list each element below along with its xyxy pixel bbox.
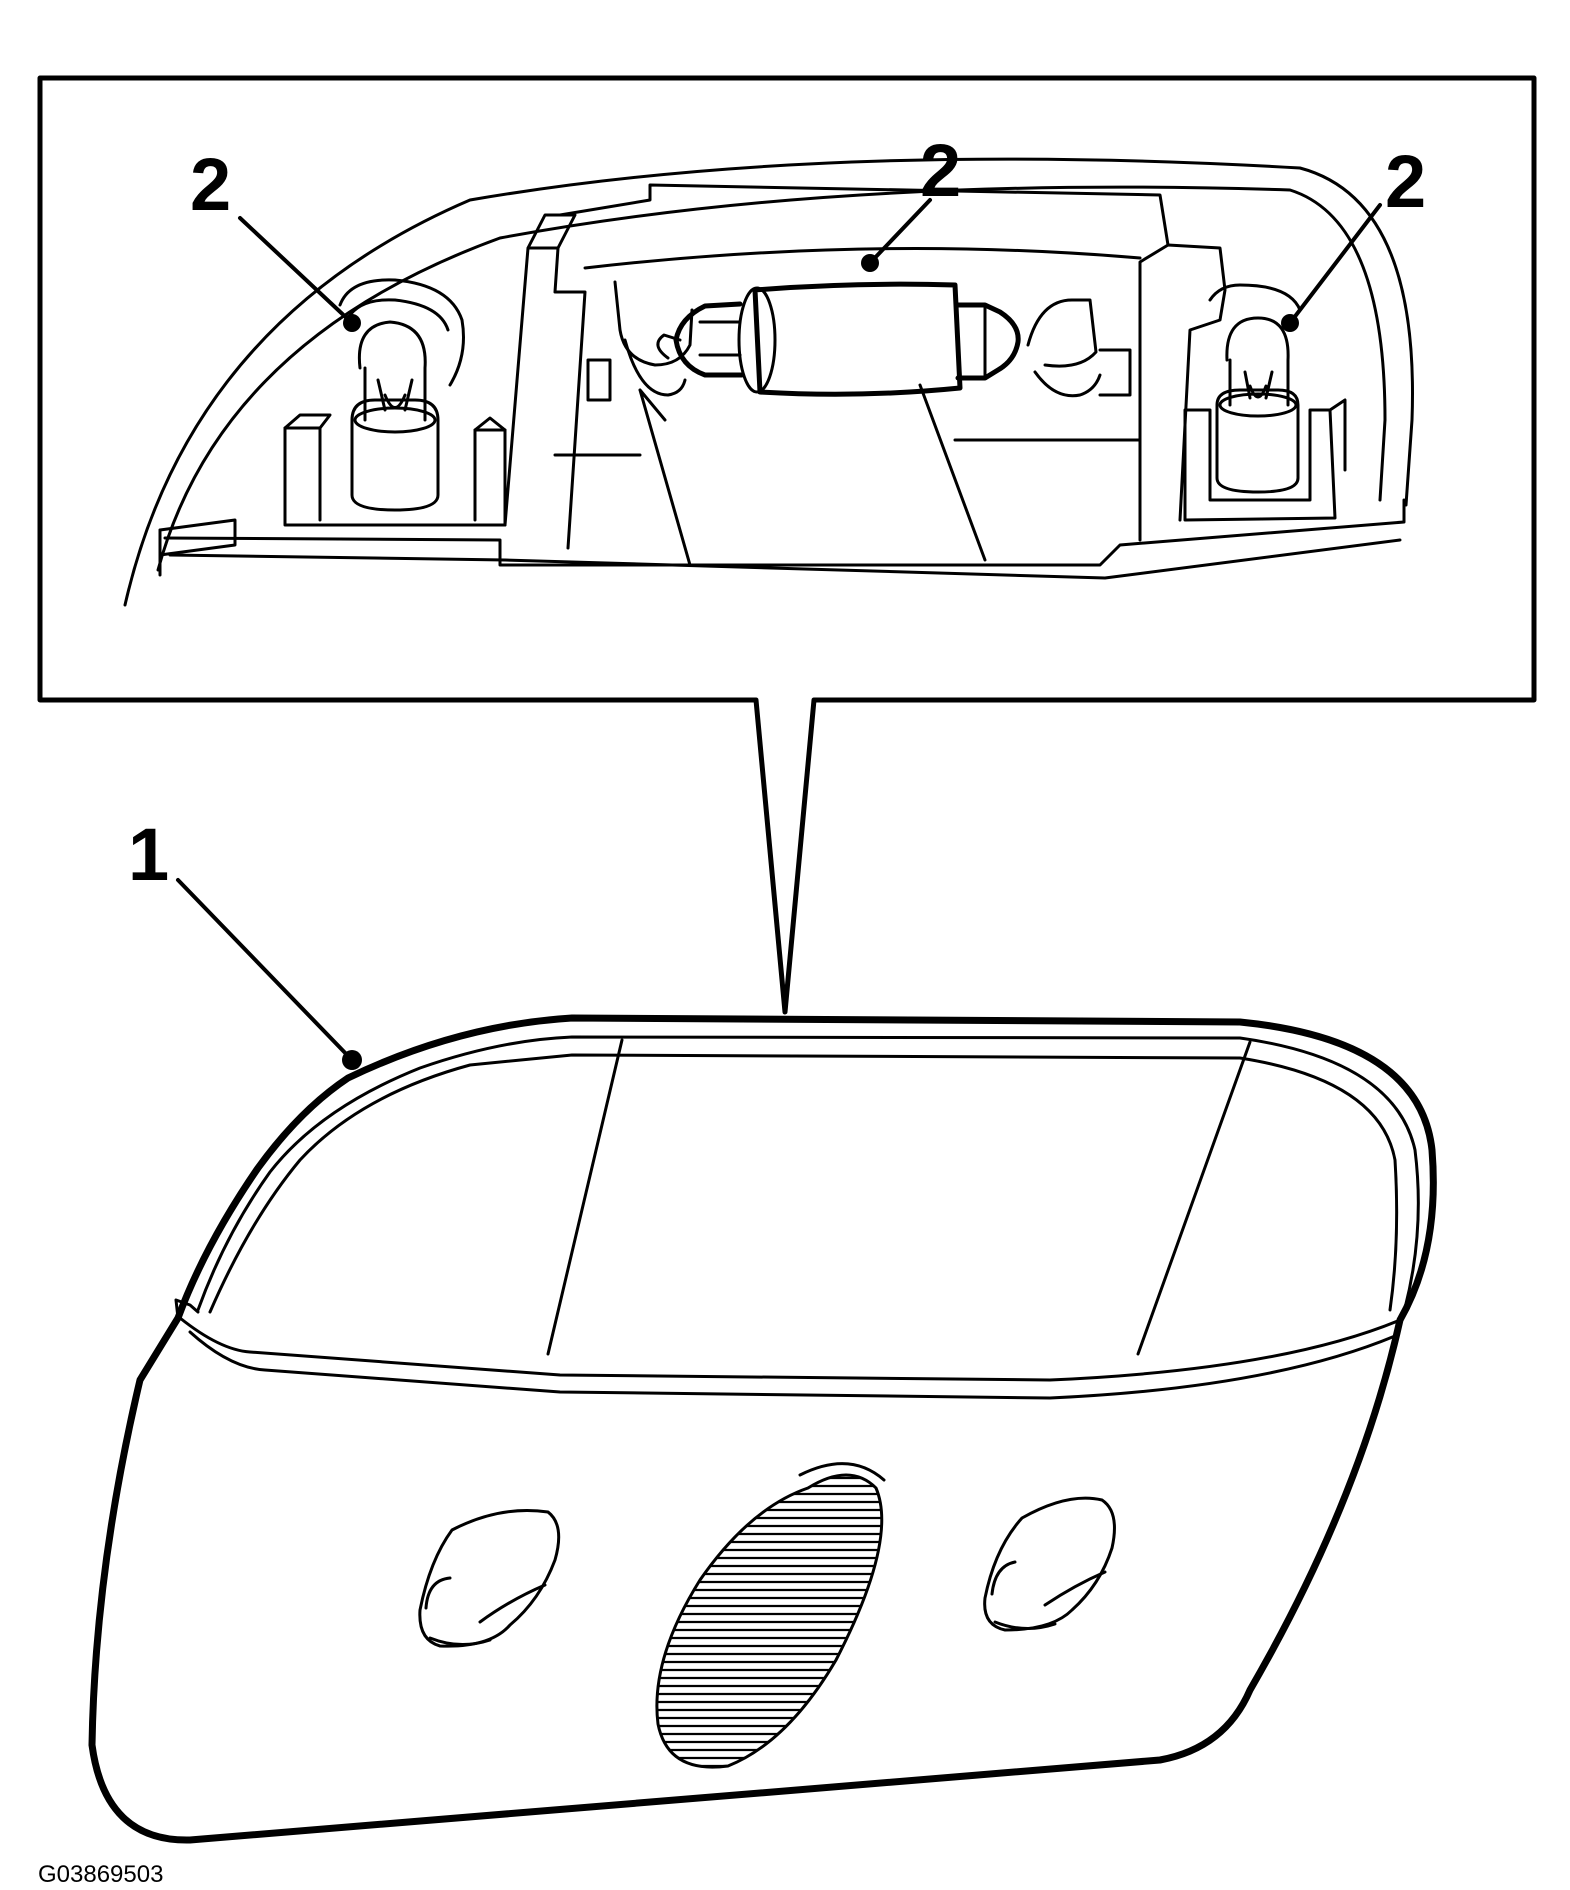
- left-bulb: [350, 320, 440, 512]
- center-bay-top: [558, 183, 1170, 247]
- detail-view-frame: [37, 75, 1537, 1015]
- leader-bulb-right: [1288, 203, 1382, 325]
- lamp-left-end-cap: [174, 1298, 200, 1320]
- detail-view: 2 2 2: [37, 75, 1537, 1015]
- callout-bulb-right: 2: [1385, 140, 1426, 223]
- housing-outer-contour: [123, 157, 1414, 607]
- housing-base-rim-inner: [168, 538, 1402, 580]
- leader-dot-bulb-left: [343, 314, 361, 332]
- center-bay-floor-lines: [553, 383, 1142, 567]
- lamp-lens-front-edge-inner: [188, 1330, 1397, 1400]
- lens-divider-left: [546, 1038, 624, 1356]
- left-bulb-socket: [283, 278, 507, 527]
- center-festoon-bulb: [656, 281, 1021, 397]
- lamp-lens-rim: [196, 1035, 1420, 1312]
- right-bulb: [1215, 316, 1300, 494]
- callout-bulb-left: 2: [190, 143, 231, 226]
- leader-dome-lamp: [176, 878, 354, 1062]
- figure-id: G03869503: [38, 1861, 163, 1888]
- callout-bulb-center: 2: [920, 129, 961, 212]
- lamp-housing-outline: [88, 1014, 1437, 1844]
- dome-lamp-assembly: 1: [88, 813, 1437, 1844]
- callout-dome-lamp: 1: [128, 813, 169, 896]
- left-partition: [503, 213, 587, 550]
- center-bay-back-wall: [583, 247, 1142, 270]
- leader-bulb-left: [238, 216, 354, 325]
- lamp-lens-rim-inner: [208, 1053, 1399, 1314]
- leader-bulb-center: [868, 198, 932, 265]
- right-bulb-socket: [1183, 283, 1347, 522]
- leader-dot-bulb-center: [861, 254, 879, 272]
- lamp-lens-front-edge: [178, 1316, 1402, 1382]
- left-contact-clip: [586, 280, 694, 402]
- right-switch-opening: [983, 1496, 1116, 1632]
- center-grille: [655, 1462, 886, 1769]
- left-end-tab: [158, 518, 237, 577]
- right-contact-clip: [1026, 298, 1132, 398]
- right-partition: [1138, 243, 1227, 542]
- left-switch-opening: [418, 1509, 561, 1648]
- housing-inner-contour: [156, 185, 1387, 572]
- lens-divider-right: [1136, 1040, 1252, 1356]
- housing-base-rim: [163, 498, 1406, 567]
- leader-dot-bulb-right: [1281, 314, 1299, 332]
- leader-dot-dome-lamp: [342, 1050, 362, 1070]
